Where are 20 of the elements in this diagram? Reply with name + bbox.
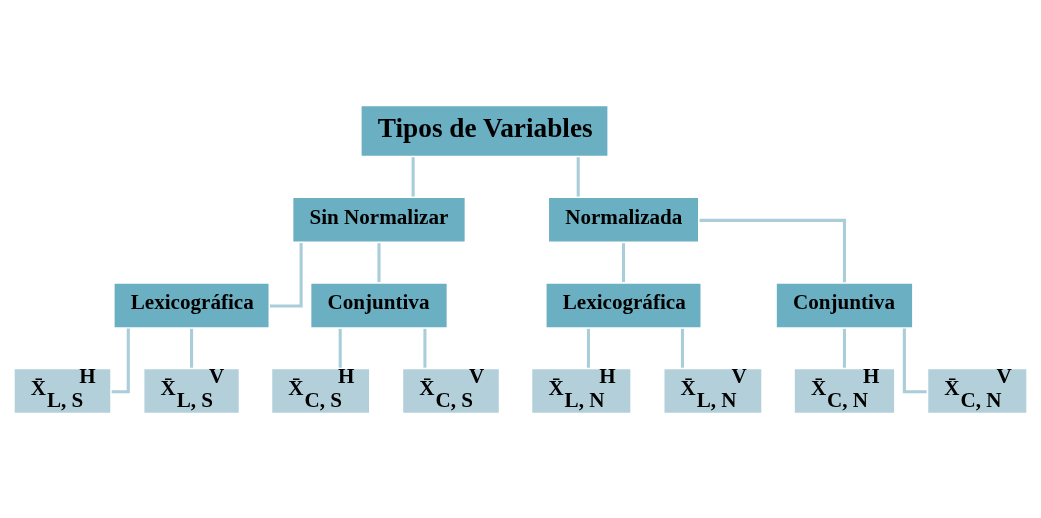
connector: [842, 328, 846, 368]
node-box: Sin Normalizar: [290, 195, 468, 244]
node-box: Tipos de Variables: [359, 103, 610, 158]
connector: [270, 242, 303, 308]
node-box: Conjuntiva: [774, 280, 915, 330]
connector: [411, 156, 415, 197]
connector: [621, 242, 626, 282]
connector: [902, 328, 927, 393]
node-box: Normalizada: [546, 195, 701, 244]
node-box: Conjuntiva: [308, 280, 450, 330]
connector: [680, 328, 685, 368]
connector: [423, 328, 427, 368]
connector: [338, 328, 342, 368]
connector: [699, 218, 846, 282]
connector: [377, 242, 381, 282]
node-box: Lexicográfica: [112, 280, 271, 330]
connector: [576, 156, 580, 197]
node-box: Lexicográfica: [544, 280, 703, 330]
connector: [586, 328, 590, 368]
connector: [190, 328, 194, 368]
